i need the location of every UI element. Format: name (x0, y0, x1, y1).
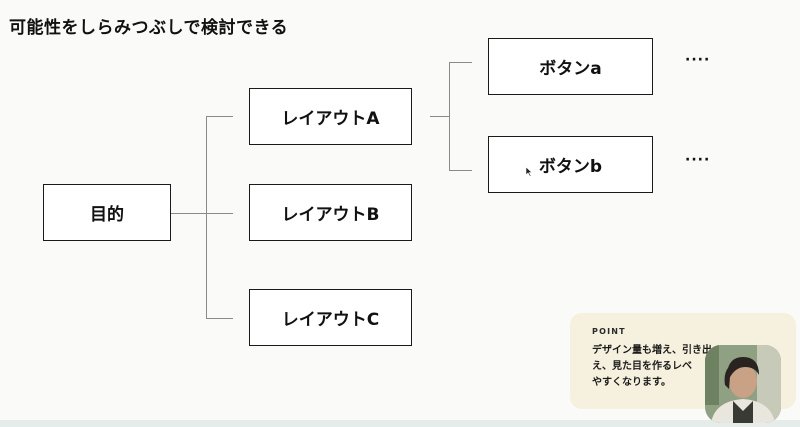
bottom-strip (0, 420, 800, 427)
connector-layout-b (206, 213, 233, 214)
connector-layout-a (206, 116, 233, 117)
connector-layout-a-stub (430, 116, 450, 117)
connector-layouts-trunk (206, 116, 207, 319)
button-b-more-ellipsis: ···· (685, 152, 711, 168)
connector-button-b (449, 170, 472, 171)
point-label: POINT (592, 327, 626, 336)
mouse-pointer-icon (526, 167, 533, 177)
root-node-box: 目的 (43, 184, 171, 241)
connector-root-stub (170, 213, 207, 214)
slide-title: 可能性をしらみつぶしで検討できる (9, 18, 289, 38)
connector-layout-c (206, 318, 233, 319)
point-text: デザイン量も増え、引き出 え、見た目を作るレベ やすくなります。 (592, 345, 712, 388)
layout-a-box: レイアウトA (249, 88, 412, 145)
layout-c-box: レイアウトC (249, 289, 412, 346)
connector-buttons-trunk (449, 62, 450, 171)
button-a-more-ellipsis: ···· (685, 52, 711, 68)
button-a-box: ボタンa (488, 38, 653, 95)
presenter-video-avatar (705, 345, 781, 423)
layout-b-box: レイアウトB (249, 184, 412, 241)
presenter-portrait-icon (705, 345, 781, 423)
connector-button-a (449, 62, 472, 63)
button-b-box: ボタンb (488, 136, 653, 193)
